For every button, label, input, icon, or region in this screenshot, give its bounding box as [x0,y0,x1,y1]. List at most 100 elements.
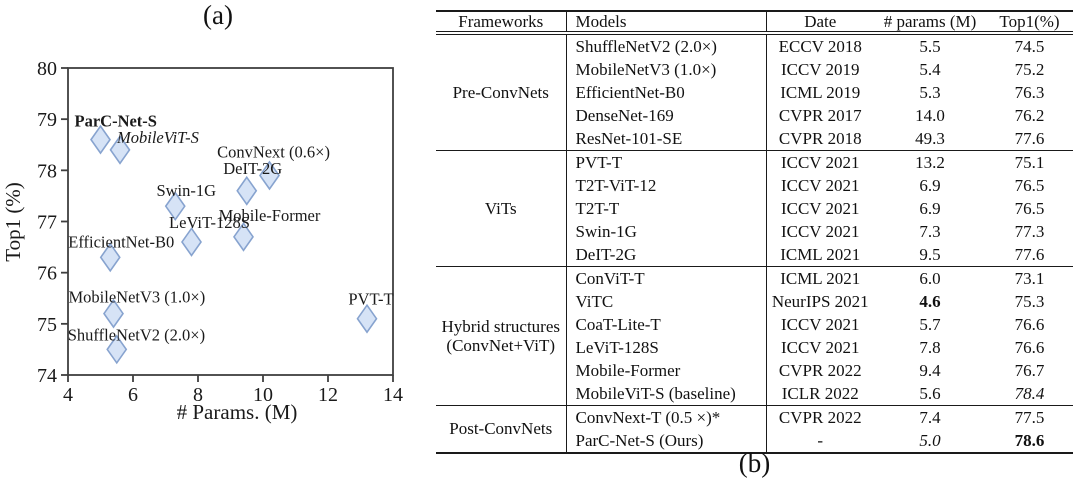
data-point [106,334,128,365]
cell-params: 9.4 [919,360,941,380]
y-tick-label: 75 [37,314,57,336]
data-point-label: ParC-Net-S [75,112,157,131]
cell-model: ParC-Net-S (Ours) [566,429,767,453]
cell-params: 6.9 [919,175,941,195]
cell-model: T2T-T [566,197,767,220]
cell-top1: 76.2 [1014,105,1045,125]
cell-params: 7.3 [919,221,941,241]
data-point-label: MobileViT-S [116,128,199,147]
x-tick-label: 10 [253,384,273,406]
cell-date: ICCV 2021 [780,337,860,357]
cell-model: ResNet-101-SE [566,127,767,151]
cell-model: ShuffleNetV2 (2.0×) [566,33,767,58]
data-point-label: PVT-T [348,290,393,309]
col-header-models: Models [566,11,767,35]
cell-date: ICLR 2022 [781,383,859,403]
cell-date: - [817,430,824,450]
data-point [99,242,121,273]
cell-params: 14.0 [915,105,945,125]
table-row: Mobile-Former CVPR 2022 9.4 76.7 [436,359,1073,382]
data-point-label: ShuffleNetV2 (2.0×) [68,325,205,344]
cell-date: CVPR 2022 [766,405,874,429]
x-tick-label: 8 [193,384,203,406]
x-tick-label: 14 [383,384,403,406]
cell-framework: Pre-ConvNets [436,33,567,151]
cell-params: 5.0 [919,430,941,450]
data-point [356,303,378,334]
cell-params: 13.2 [874,150,986,174]
col-header-date: Date [766,11,874,35]
cell-model: DeIT-2G [566,243,767,267]
cell-model: MobileViT-S (baseline) [566,382,767,406]
cell-date: ECCV 2018 [778,36,862,56]
col-header-params: # params (M) [874,11,986,35]
cell-date: CVPR 2017 [778,105,862,125]
cell-params: 4.6 [919,291,941,311]
data-points [90,124,378,365]
cell-date: ICCV 2021 [780,314,860,334]
cell-params: 5.3 [919,82,941,102]
cell-params: 7.8 [919,337,941,357]
cell-date: CVPR 2022 [778,360,862,380]
x-tick-label: 4 [63,384,73,406]
cell-date: NeurIPS 2021 [771,291,869,311]
cell-top1: 77.6 [1014,244,1045,264]
cell-model: CoaT-Lite-T [566,313,767,336]
table-row: ParC-Net-S (Ours) - 5.0 78.6 [436,429,1073,453]
x-tick-label: 12 [318,384,338,406]
y-tick-label: 80 [37,58,57,80]
cell-date: CVPR 2018 [778,128,862,148]
data-point [259,160,280,191]
caption-panel-b: (b) [738,448,771,478]
data-point-label: ConvNext (0.6×) [217,142,330,161]
cell-top1: 76.3 [1014,82,1045,102]
cell-top1: 78.4 [1014,383,1045,403]
cell-date: ICCV 2021 [766,150,874,174]
cell-model: MobileNetV3 (1.0×) [566,58,767,81]
cell-top1: 76.7 [1014,360,1045,380]
data-point [236,175,258,206]
cell-framework: Post-ConvNets [436,405,567,453]
cell-model: DenseNet-169 [566,104,767,127]
cell-top1: 75.1 [986,150,1073,174]
data-point-label: DeIT-2G [223,159,282,178]
cell-date: ICML 2021 [780,244,861,264]
cell-model: ViTC [566,290,767,313]
data-point [103,298,124,329]
cell-model: LeViT-128S [566,336,767,359]
data-point-label: LeViT-128S [169,213,250,232]
cell-model: PVT-T [566,150,767,174]
cell-top1: 78.6 [1014,430,1045,450]
data-point [164,191,186,222]
cell-params: 6.0 [874,266,986,290]
data-point [233,221,254,252]
cell-date: ICCV 2021 [780,175,860,195]
cell-model: Mobile-Former [566,359,767,382]
cell-top1: 77.3 [1014,221,1045,241]
cell-top1: 75.2 [1014,59,1045,79]
cell-params: 5.5 [919,36,941,56]
cell-model: EfficientNet-B0 [566,81,767,104]
data-point-label: MobileNetV3 (1.0×) [69,288,206,307]
y-axis-label: Top1 (%) [1,182,25,262]
caption-panel-a: (a) [203,0,233,30]
cell-top1: 74.5 [1014,36,1045,56]
cell-framework: ViTs [436,150,567,267]
